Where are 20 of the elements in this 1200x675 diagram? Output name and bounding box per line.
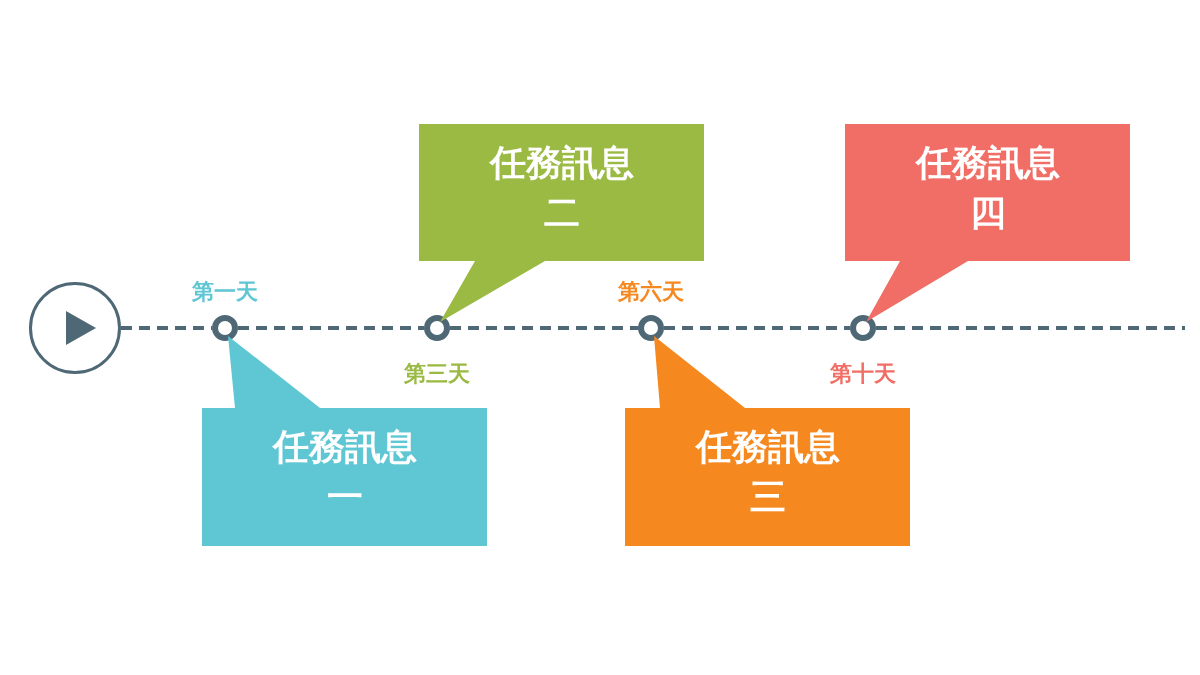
callout-title: 任務訊息 [915, 141, 1060, 185]
callout-title: 任務訊息 [272, 425, 417, 469]
timeline-segment [238, 326, 424, 330]
timeline-segment [450, 326, 638, 330]
callout-number: 二 [543, 191, 580, 235]
callout-title: 任務訊息 [489, 141, 634, 185]
milestone-circle [424, 315, 450, 341]
day-label: 第三天 [404, 360, 470, 388]
milestone-circle [638, 315, 664, 341]
timeline-segment [664, 326, 850, 330]
milestone-circle [850, 315, 876, 341]
day-label: 第一天 [192, 278, 258, 306]
callout-number: 四 [969, 191, 1006, 235]
callout-title: 任務訊息 [695, 425, 840, 469]
milestone-circle [212, 315, 238, 341]
callout-number: 一 [326, 475, 363, 519]
day-label: 第十天 [830, 360, 896, 388]
timeline-segment [876, 326, 1185, 330]
day-label: 第六天 [618, 278, 684, 306]
callout-number: 三 [749, 475, 786, 519]
